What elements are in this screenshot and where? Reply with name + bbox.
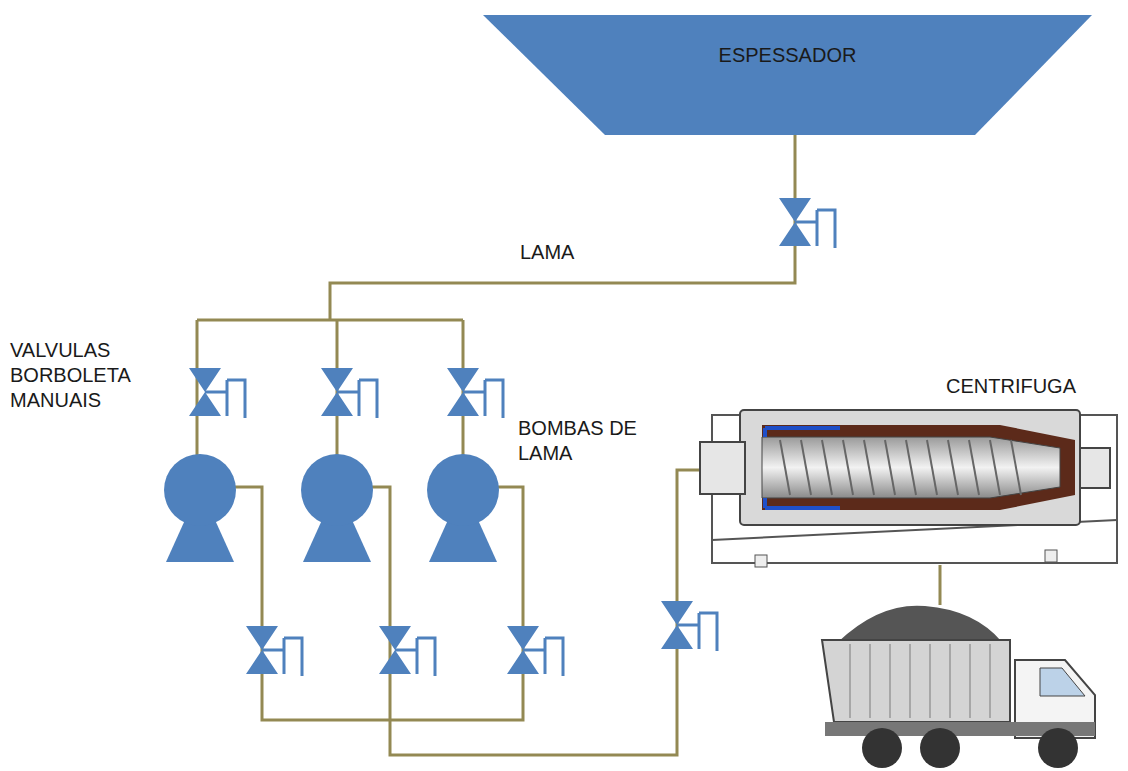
dump-body-rib bbox=[889, 644, 891, 718]
sludge-pipe bbox=[330, 135, 795, 320]
suction-header bbox=[197, 319, 463, 322]
screw-flight bbox=[1011, 440, 1021, 495]
centrifuge-foot bbox=[755, 555, 767, 567]
valve-handle bbox=[677, 613, 717, 651]
dump-body-rib bbox=[909, 644, 911, 718]
dump-body-ribs bbox=[850, 644, 990, 718]
valve-handle bbox=[205, 380, 245, 418]
thickener-shape bbox=[483, 15, 1092, 135]
liquid-layer bbox=[765, 428, 840, 508]
truck-wheel bbox=[920, 728, 960, 768]
screw-flight bbox=[822, 440, 832, 495]
screw-flight bbox=[927, 440, 937, 495]
dump-body-rib bbox=[869, 644, 871, 718]
dump-body-rib bbox=[969, 644, 971, 718]
thickener-outline bbox=[483, 15, 1092, 135]
feed-hub bbox=[700, 442, 745, 494]
pump-label: BOMBAS DE LAMA bbox=[518, 416, 668, 466]
truck-wheel bbox=[862, 728, 902, 768]
screw-flight bbox=[780, 440, 790, 495]
cab-window bbox=[1040, 668, 1085, 696]
valve-handle bbox=[395, 638, 435, 676]
pump-body bbox=[301, 454, 373, 526]
discharge-pipe bbox=[368, 470, 705, 755]
screw-flight bbox=[801, 440, 811, 495]
solids-layer bbox=[762, 425, 1075, 510]
flow-label: LAMA bbox=[520, 240, 574, 265]
screw-flight bbox=[885, 440, 895, 495]
drive-hub bbox=[1080, 448, 1110, 488]
valve-handle bbox=[795, 210, 835, 248]
screw-flight bbox=[906, 440, 916, 495]
screw-flight bbox=[990, 440, 1000, 495]
screw-conveyor bbox=[780, 440, 1021, 495]
valve-handle bbox=[337, 380, 377, 418]
centrifuge-illustration bbox=[700, 410, 1117, 567]
pump-body bbox=[164, 454, 236, 526]
dump-body bbox=[822, 640, 1010, 722]
dump-body-rib bbox=[989, 644, 991, 718]
centrifuge-frame bbox=[712, 415, 1117, 563]
truck-illustration bbox=[822, 606, 1095, 768]
valve-label: VALVULAS BORBOLETA MANUAIS bbox=[10, 338, 160, 413]
valve-handle bbox=[262, 638, 302, 676]
thickener-tank: ESPESSADOR bbox=[483, 15, 1092, 135]
discharge-chute bbox=[939, 565, 942, 605]
sludge-pile bbox=[838, 606, 1002, 642]
truck-wheel bbox=[1038, 728, 1078, 768]
centrifuge-bowl bbox=[762, 437, 1060, 498]
tank-label: ESPESSADOR bbox=[719, 43, 857, 68]
pumps-and-valves bbox=[164, 198, 835, 676]
suction-pipe bbox=[197, 320, 463, 455]
equipment-label: CENTRIFUGA bbox=[946, 374, 1076, 399]
centrifuge-foot bbox=[1045, 550, 1057, 562]
screw-flight bbox=[948, 440, 958, 495]
dump-body-rib bbox=[949, 644, 951, 718]
screw-flight bbox=[843, 440, 853, 495]
dump-body-rib bbox=[929, 644, 931, 718]
screw-flight bbox=[969, 440, 979, 495]
dump-body-rib bbox=[849, 644, 851, 718]
screw-flight bbox=[864, 440, 874, 495]
valve-handle bbox=[523, 638, 563, 676]
valve-handle bbox=[463, 380, 503, 418]
pump-body bbox=[427, 454, 499, 526]
centrifuge-casing bbox=[740, 410, 1080, 525]
